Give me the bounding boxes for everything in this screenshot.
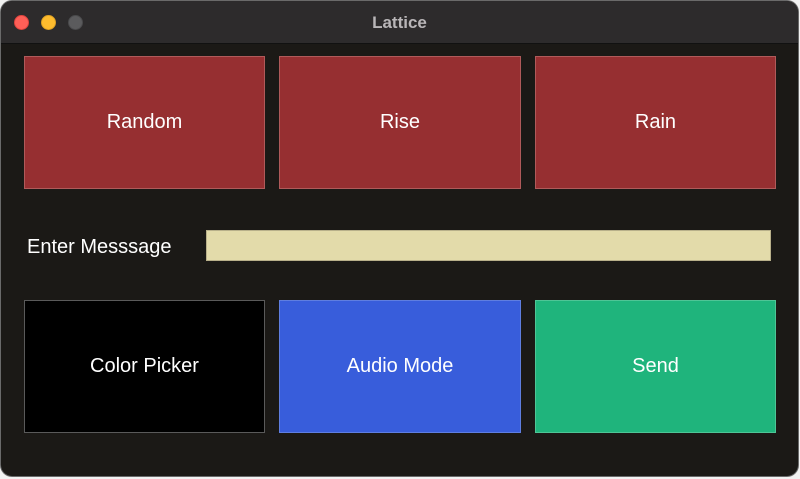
rain-button[interactable]: Rain — [535, 56, 776, 189]
send-button[interactable]: Send — [535, 300, 776, 433]
zoom-window-icon[interactable] — [68, 15, 83, 30]
title-bar[interactable]: Lattice — [1, 1, 798, 44]
send-button-label: Send — [632, 355, 679, 377]
random-button[interactable]: Random — [24, 56, 265, 189]
close-window-icon[interactable] — [14, 15, 29, 30]
window-title: Lattice — [372, 13, 427, 32]
message-label: Enter Messsage — [27, 236, 172, 258]
minimize-window-icon[interactable] — [41, 15, 56, 30]
color-picker-button[interactable]: Color Picker — [24, 300, 265, 433]
random-button-label: Random — [106, 111, 183, 133]
audio-mode-button[interactable]: Audio Mode — [279, 300, 521, 433]
message-input[interactable] — [206, 230, 771, 261]
rise-button-label: Rise — [379, 111, 420, 133]
color-picker-button-label: Color Picker — [90, 355, 199, 377]
rain-button-label: Rain — [634, 111, 677, 133]
rise-button[interactable]: Rise — [279, 56, 521, 189]
audio-mode-button-label: Audio Mode — [346, 355, 454, 377]
